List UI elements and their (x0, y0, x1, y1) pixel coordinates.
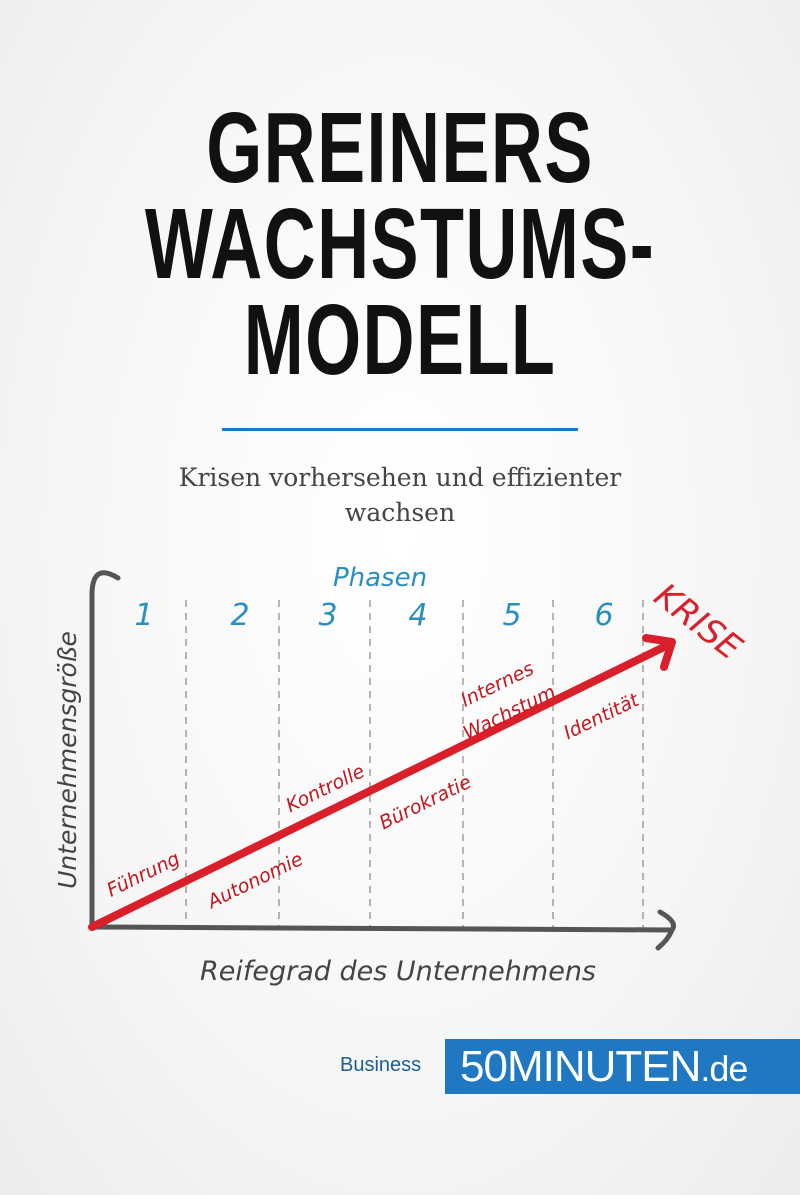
category-label: Business (340, 1054, 422, 1076)
growth-arrow (88, 641, 672, 931)
y-axis-label: Unternehmensgröße (53, 631, 82, 889)
brand-name: 50MINUTEN (460, 1042, 701, 1091)
phase-number: 3 (318, 598, 337, 633)
phase-number: 2 (230, 598, 249, 633)
stage-label: Führung (103, 848, 183, 902)
x-axis-label: Reifegrad des Unternehmens (200, 956, 596, 987)
phase-number: 1 (134, 598, 153, 633)
phase-number: 6 (594, 598, 613, 633)
stage-label: Identität (560, 688, 644, 744)
subtitle-line-1: Krisen vorhersehen und effizienter (178, 463, 622, 492)
arrow-head (642, 634, 676, 671)
brand-suffix: .de (700, 1048, 748, 1089)
publisher-logo: 50MINUTEN.de (445, 1039, 800, 1094)
x-axis (89, 909, 676, 951)
y-axis (89, 570, 121, 930)
crisis-label: KRISE (646, 576, 749, 669)
title-line-1: GREINERS (206, 92, 594, 204)
phase-number: 4 (408, 598, 427, 633)
stage-label: Autonomie (202, 848, 306, 914)
title-line-3: MODELL (243, 284, 557, 396)
phases-label: Phasen (333, 563, 427, 593)
phase-number: 5 (502, 598, 521, 633)
title-divider (222, 428, 578, 431)
subtitle-line-2: wachsen (344, 498, 456, 527)
title-line-2: WACHSTUMS- (144, 188, 656, 300)
subtitle: Krisen vorhersehen und effizienter wachs… (0, 460, 800, 530)
